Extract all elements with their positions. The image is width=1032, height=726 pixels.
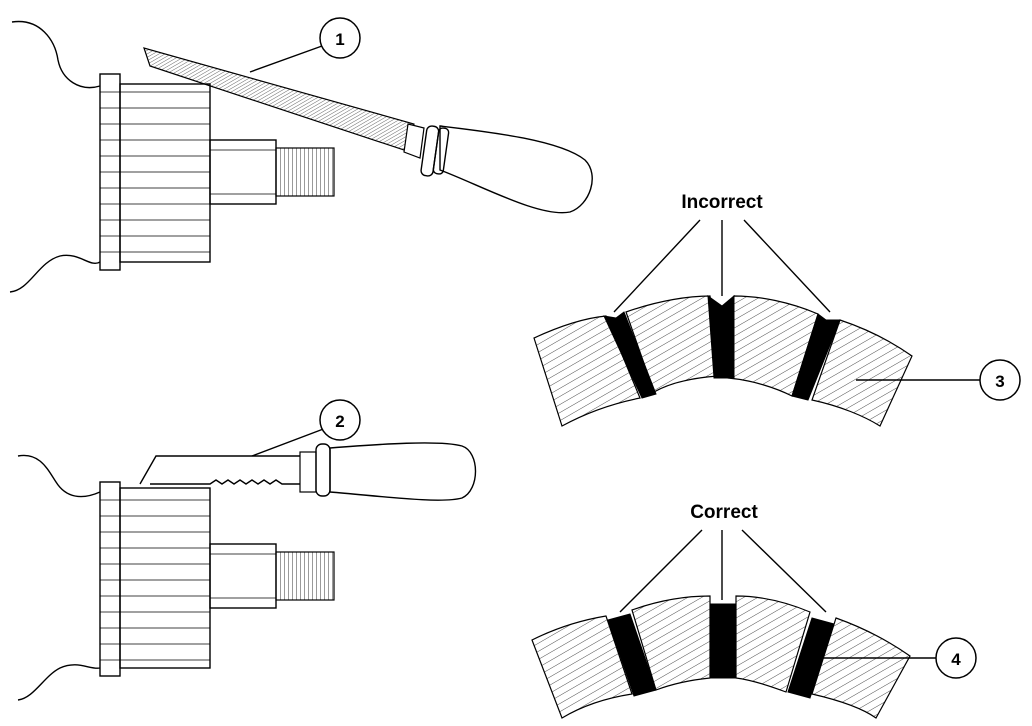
commutator-top <box>9 20 335 293</box>
insulator-incorrect <box>791 313 841 401</box>
callout-4-text: 4 <box>951 650 961 669</box>
incorrect-section: Incorrect <box>533 192 913 427</box>
callout-1-text: 1 <box>335 30 344 49</box>
callout-1: 1 <box>249 17 361 73</box>
segment <box>811 319 913 427</box>
callout-2: 2 <box>251 399 361 457</box>
file-blade <box>143 47 415 153</box>
threaded-end-2 <box>275 551 335 601</box>
file-tool-1 <box>143 47 593 214</box>
armature-edge-top-2 <box>17 454 101 498</box>
armature-edge-bottom-2 <box>17 664 101 701</box>
correct-label: Correct <box>690 502 758 523</box>
segment <box>533 315 641 427</box>
segment <box>531 615 633 719</box>
incorrect-label: Incorrect <box>681 192 763 213</box>
segment <box>811 617 911 719</box>
insulator-correct <box>709 603 737 679</box>
armature-edge-top <box>11 20 101 89</box>
callout-2-text: 2 <box>335 412 344 431</box>
armature-edge-bottom <box>9 254 101 293</box>
saw-handle <box>329 442 477 501</box>
saw-teeth <box>150 479 300 485</box>
file-handle <box>439 125 593 214</box>
saw-ferrule <box>315 443 331 497</box>
segment <box>735 595 811 693</box>
callout-3-text: 3 <box>995 372 1004 391</box>
callout-3: 3 <box>856 359 1021 401</box>
correct-section: Correct <box>531 502 911 719</box>
saw-tool-2 <box>139 442 477 501</box>
insulator-incorrect <box>603 311 657 399</box>
commutator-bottom <box>17 454 335 701</box>
insulator-incorrect <box>707 294 735 379</box>
commutator-body <box>119 83 211 263</box>
commutator-body-2 <box>119 487 211 669</box>
threaded-end <box>275 147 335 197</box>
commutator-flange-2 <box>99 481 121 677</box>
callout-4: 4 <box>816 637 977 679</box>
insulator-correct <box>607 613 657 697</box>
insulator-correct <box>787 617 835 699</box>
